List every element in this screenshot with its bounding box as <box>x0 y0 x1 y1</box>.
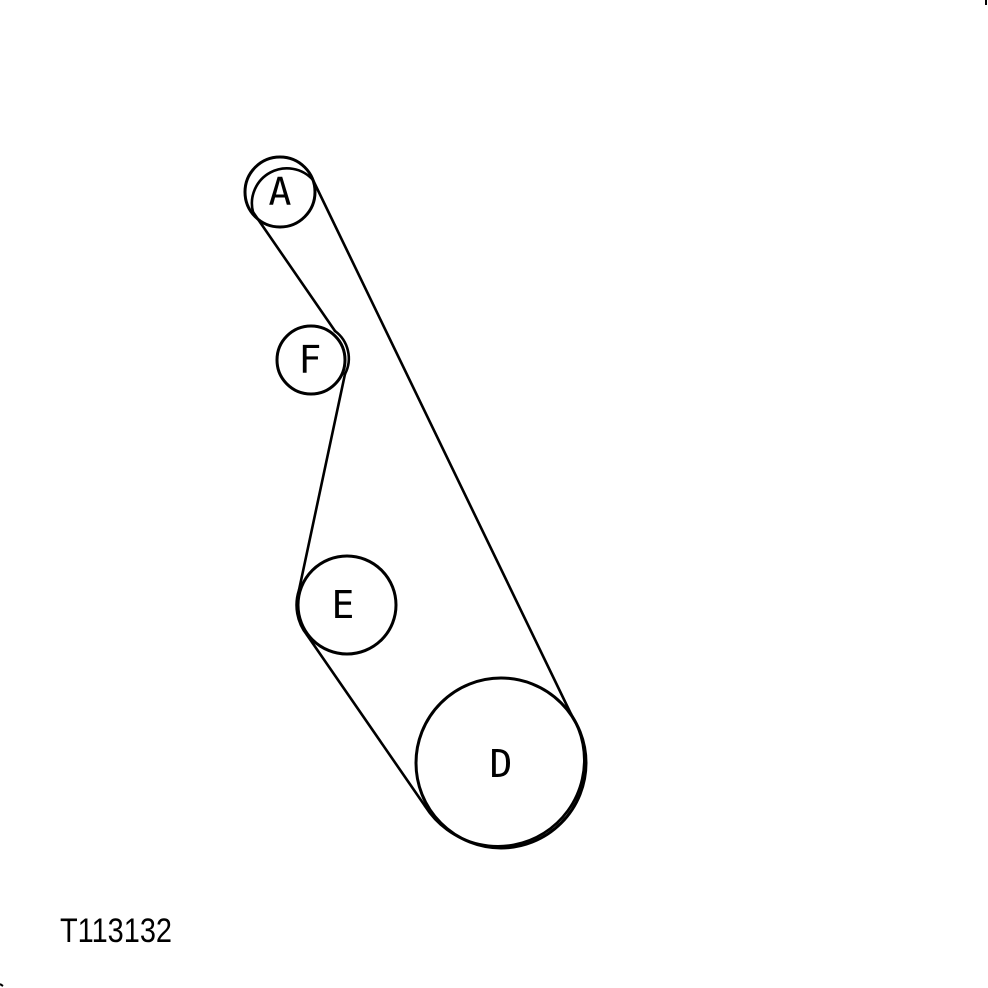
pulley-a-label: A <box>269 170 292 214</box>
pulley-e: E <box>296 554 398 656</box>
pulley-f-circle <box>275 324 347 396</box>
pulley-d-circle <box>414 676 588 850</box>
belt-segment-f-to-a <box>251 210 337 333</box>
pulley-e-circle <box>296 554 398 656</box>
belt-segment-a-to-d <box>311 178 573 716</box>
belt-wrap-f <box>333 329 351 376</box>
belt-segment-d-to-e <box>305 633 427 808</box>
pulley-d: D <box>414 676 588 850</box>
figure-code: T113132 <box>60 912 172 950</box>
pulley-a: A <box>243 155 317 229</box>
corner-mark-bottom-left <box>0 983 4 987</box>
belt-wrap-a <box>250 167 315 214</box>
pulley-d-label: D <box>490 742 513 786</box>
pulley-f: F <box>275 324 347 396</box>
pulley-a-circle <box>243 155 317 229</box>
belt-segment-e-to-f <box>297 372 347 592</box>
pulley-f-label: F <box>299 338 322 382</box>
pulley-e-label: E <box>332 583 355 627</box>
